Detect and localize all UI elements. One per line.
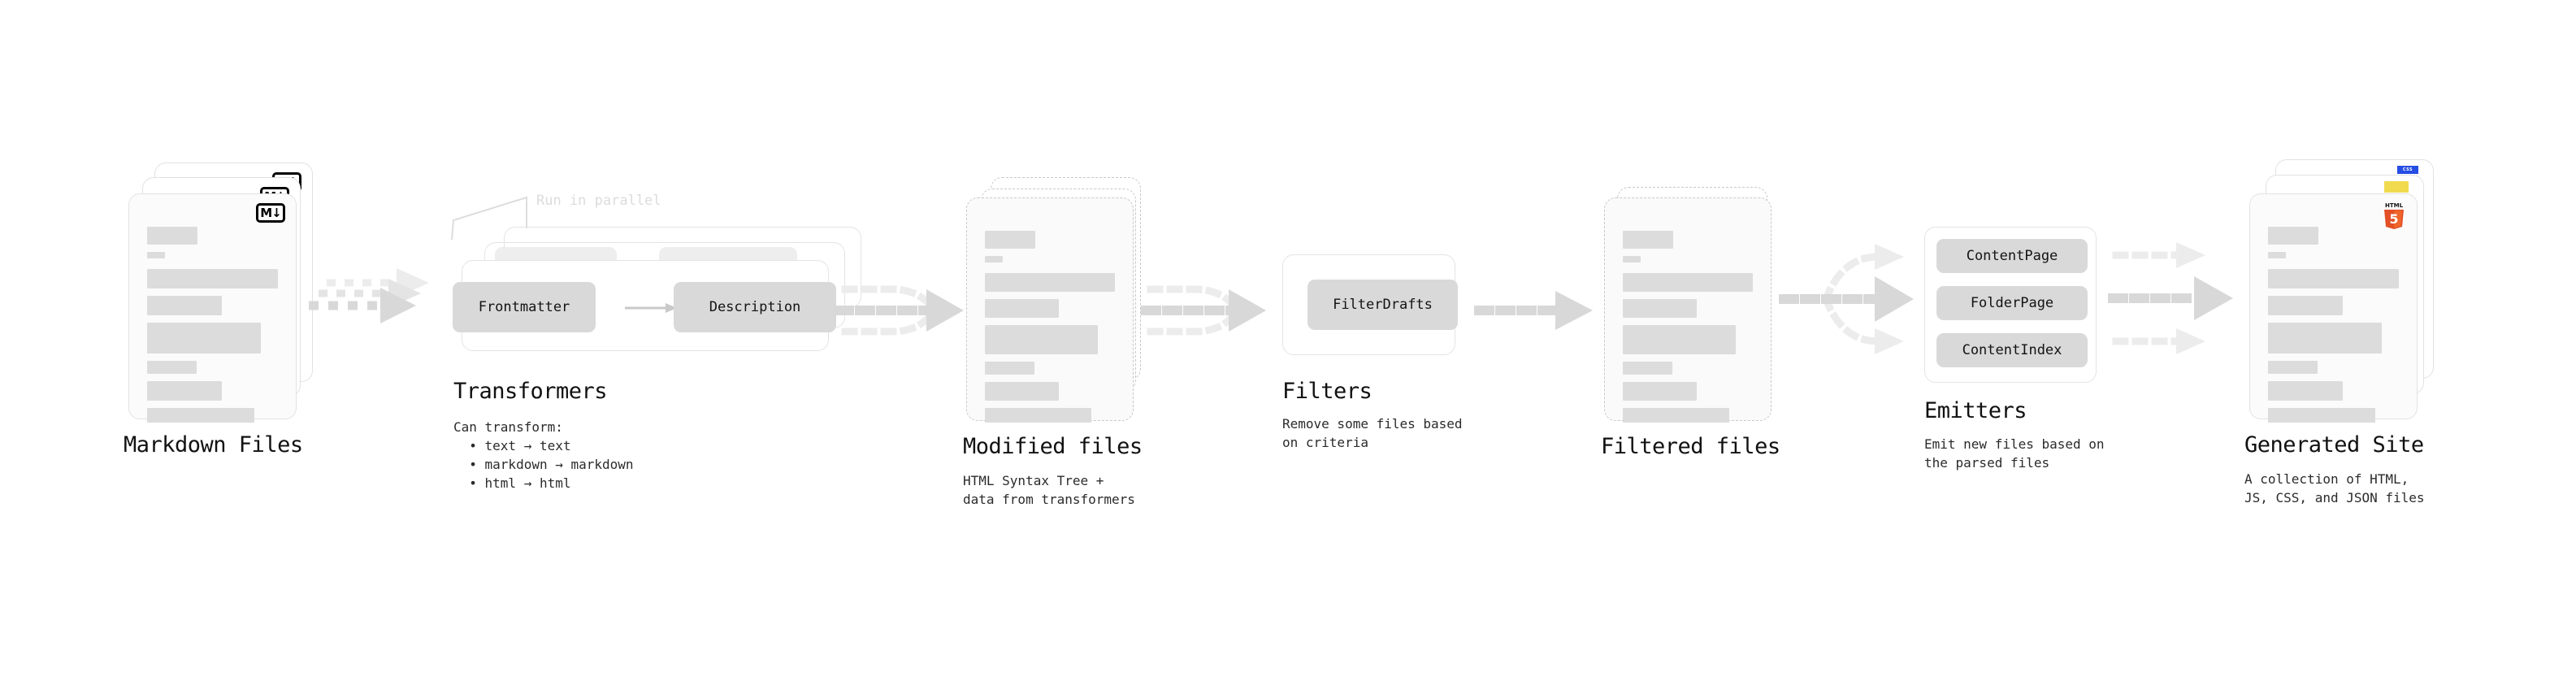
content-bar	[2268, 269, 2399, 288]
transformer-chip-frontmatter[interactable]: Frontmatter	[453, 282, 596, 332]
arrow-emitters-to-site	[2108, 242, 2233, 354]
content-bar	[985, 231, 1035, 249]
content-bar	[985, 299, 1060, 318]
markdown-file-content	[129, 194, 296, 423]
content-bar	[985, 382, 1060, 401]
stage-subtitle-emitters: Emit new files based on the parsed files	[1924, 436, 2105, 471]
emitters-group: ContentPage FolderPage ContentIndex	[1924, 227, 2097, 383]
content-bar	[147, 296, 222, 315]
filtered-file-card-front	[1604, 197, 1772, 423]
content-bar	[1623, 273, 1753, 292]
content-bar	[147, 408, 255, 423]
generated-site-content	[2250, 194, 2417, 423]
markdown-file-card-front: M↓	[128, 193, 297, 423]
content-bar	[147, 361, 197, 374]
content-bar	[985, 256, 1003, 262]
content-bar	[2268, 381, 2343, 401]
content-bar	[2268, 296, 2343, 315]
content-bar	[1623, 231, 1673, 249]
js-logo-icon	[2384, 181, 2409, 193]
content-bar	[1623, 382, 1698, 401]
content-bar	[147, 252, 165, 258]
transformer-group-front: Frontmatter Description	[453, 260, 836, 351]
filter-chip-filterdrafts[interactable]: FilterDrafts	[1308, 280, 1458, 330]
content-bar	[985, 273, 1115, 292]
modified-file-card-front	[966, 197, 1134, 423]
generated-site-card-html: HTML 5	[2249, 193, 2418, 423]
stage-subtitle-generated-site: A collection of HTML, JS, CSS, and JSON …	[2244, 471, 2425, 505]
arrow-transformers-to-modified-merge	[834, 285, 964, 336]
transformer-inner-arrow	[625, 303, 677, 313]
emitter-chip-contentpage[interactable]: ContentPage	[1936, 239, 2088, 273]
stage-title-transformers: Transformers	[453, 379, 608, 404]
emitter-chip-folderpage[interactable]: FolderPage	[1936, 286, 2088, 320]
arrow-filtered-to-emitters-split	[1779, 244, 1914, 354]
svg-text:5: 5	[2389, 211, 2398, 227]
stage-subtitle-transformers: Can transform: • text → text • markdown …	[453, 419, 634, 491]
content-bar	[985, 408, 1092, 423]
content-bar	[147, 323, 262, 354]
arrow-filters-to-filtered	[1474, 291, 1593, 330]
content-bar	[2268, 361, 2318, 374]
arrow-markdown-to-transformers	[309, 268, 429, 323]
content-bar	[985, 325, 1099, 354]
filters-group: FilterDrafts	[1282, 254, 1458, 355]
content-bar	[985, 362, 1034, 375]
html5-logo-icon: HTML 5	[2381, 201, 2407, 230]
stage-title-generated-site: Generated Site	[2244, 432, 2424, 458]
content-bar	[2268, 227, 2318, 245]
content-bar	[1623, 325, 1737, 354]
stage-title-markdown-files: Markdown Files	[124, 432, 303, 458]
content-bar	[1623, 408, 1730, 423]
filtered-file-content	[1605, 198, 1771, 423]
css3-logo-label: CSS	[2402, 167, 2413, 172]
arrow-modified-to-filters-merge	[1141, 285, 1266, 336]
css3-logo-icon: CSS	[2397, 166, 2418, 174]
markdown-logo-icon: M↓	[256, 203, 285, 223]
stage-title-filtered-files: Filtered files	[1601, 434, 1780, 459]
transformer-chip-description[interactable]: Description	[674, 282, 836, 332]
stage-subtitle-filters: Remove some files based on criteria	[1282, 416, 1463, 450]
content-bar	[2268, 323, 2383, 354]
content-bar	[2268, 408, 2376, 423]
stage-title-modified-files: Modified files	[963, 434, 1143, 459]
content-bar	[147, 227, 197, 245]
content-bar	[147, 269, 278, 288]
content-bar	[1623, 362, 1672, 375]
run-in-parallel-leader-line	[451, 196, 527, 241]
content-bar	[147, 381, 222, 401]
svg-text:HTML: HTML	[2385, 202, 2404, 209]
content-bar	[1623, 256, 1641, 262]
stage-subtitle-modified-files: HTML Syntax Tree + data from transformer…	[963, 473, 1135, 507]
stage-title-filters: Filters	[1282, 379, 1373, 404]
content-bar	[2268, 252, 2286, 258]
content-bar	[1623, 299, 1698, 318]
modified-file-content	[967, 198, 1133, 423]
emitter-chip-contentindex[interactable]: ContentIndex	[1936, 333, 2088, 367]
run-in-parallel-note: Run in parallel	[536, 193, 661, 209]
stage-title-emitters: Emitters	[1924, 398, 2027, 423]
